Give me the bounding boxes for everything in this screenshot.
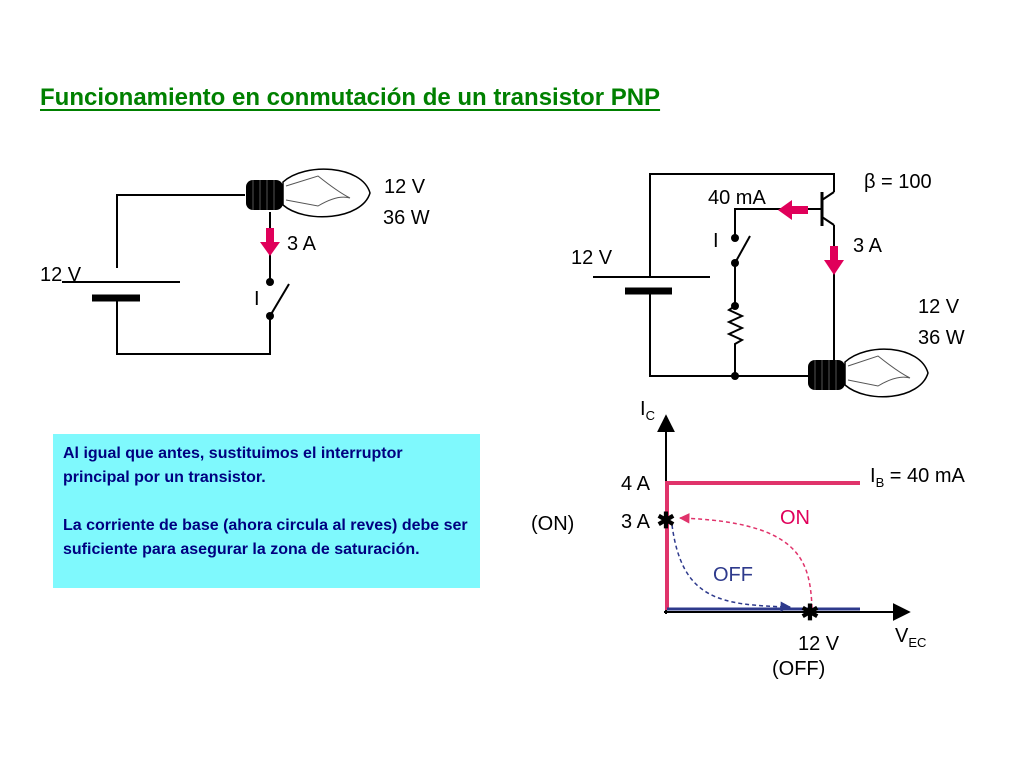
note-paragraph-1: Al igual que antes, sustituimos el inter… xyxy=(63,445,403,486)
right-lamp-glass xyxy=(844,348,929,398)
left-current-arrow xyxy=(260,228,280,256)
right-switch-contact-top xyxy=(731,234,739,242)
left-battery-label: 12 V xyxy=(40,264,82,286)
left-circuit xyxy=(62,194,290,355)
left-lamp-power: 36 W xyxy=(383,207,430,229)
right-wire-base xyxy=(734,208,822,238)
right-base-current-arrow xyxy=(778,200,808,220)
graph-off-point-star: ✱ xyxy=(801,600,819,625)
right-switch-label: I xyxy=(713,230,719,252)
graph-off-transition xyxy=(671,524,792,612)
right-lamp xyxy=(808,348,929,398)
right-resistor xyxy=(726,263,745,376)
right-base-arrow-shaft xyxy=(790,206,808,214)
right-battery-label: 12 V xyxy=(571,247,613,269)
graph-tick-4a: 4 A xyxy=(621,473,651,495)
right-collector-current-label: 3 A xyxy=(853,235,883,257)
right-lamp-filament xyxy=(847,355,911,387)
right-lamp-base xyxy=(808,360,845,390)
left-lamp xyxy=(246,168,371,218)
left-wire-top xyxy=(116,194,245,268)
graph-off-point-label: (OFF) xyxy=(772,658,825,680)
graph-off-transition-label: OFF xyxy=(713,564,753,586)
graph-curve-label: IB = 40 mA xyxy=(870,465,965,490)
right-junction-bottom xyxy=(731,372,739,380)
left-current-label: 3 A xyxy=(287,233,317,255)
left-current-arrow-shaft xyxy=(266,228,274,243)
slide-title: Funcionamiento en conmutación de un tran… xyxy=(40,84,661,111)
graph-on-point-star: ✱ xyxy=(657,508,675,533)
right-wire-bottom xyxy=(649,291,812,377)
graph: ✱ ✱ xyxy=(657,414,911,625)
explanation-note: Al igual que antes, sustituimos el inter… xyxy=(53,434,480,588)
right-collector-arrow-head xyxy=(824,260,844,275)
right-switch-contact-bottom xyxy=(731,259,739,267)
right-wire-emitter xyxy=(822,173,835,192)
right-base-current-label: 40 mA xyxy=(708,187,766,209)
graph-on-transition xyxy=(678,513,813,609)
right-beta-label: β = 100 xyxy=(864,171,932,193)
right-lamp-voltage: 12 V xyxy=(918,296,960,318)
left-lamp-glass xyxy=(282,168,371,218)
right-switch-blade xyxy=(734,235,751,264)
graph-on-point-label: (ON) xyxy=(531,513,574,535)
left-current-arrow-head xyxy=(260,242,280,256)
left-switch-contact-top xyxy=(266,278,274,286)
graph-y-axis-label: IC xyxy=(640,398,655,423)
right-collector-arrow-shaft xyxy=(830,246,838,261)
graph-ib-curve xyxy=(665,481,860,610)
left-lamp-voltage: 12 V xyxy=(384,176,426,198)
left-wire-bottom xyxy=(116,298,271,355)
left-lamp-filament xyxy=(285,175,351,207)
right-transistor-emitter xyxy=(821,191,835,201)
left-switch-label: I xyxy=(254,288,260,310)
left-switch-blade xyxy=(269,283,290,317)
right-wire-top xyxy=(649,173,822,277)
right-lamp-power: 36 W xyxy=(918,327,965,349)
left-lamp-base xyxy=(246,180,283,210)
graph-x-axis-label: VEC xyxy=(895,625,926,650)
right-resistor-node-top xyxy=(731,302,739,310)
graph-tick-3a: 3 A xyxy=(621,511,651,533)
note-paragraph-2: La corriente de base (ahora circula al r… xyxy=(63,517,468,558)
right-transistor-collector xyxy=(821,216,835,226)
right-base-arrow-head xyxy=(778,200,792,220)
graph-on-transition-label: ON xyxy=(780,507,810,529)
right-collector-current-arrow xyxy=(824,246,844,275)
graph-x-tick-12v: 12 V xyxy=(798,633,840,655)
left-switch-contact-bottom xyxy=(266,312,274,320)
